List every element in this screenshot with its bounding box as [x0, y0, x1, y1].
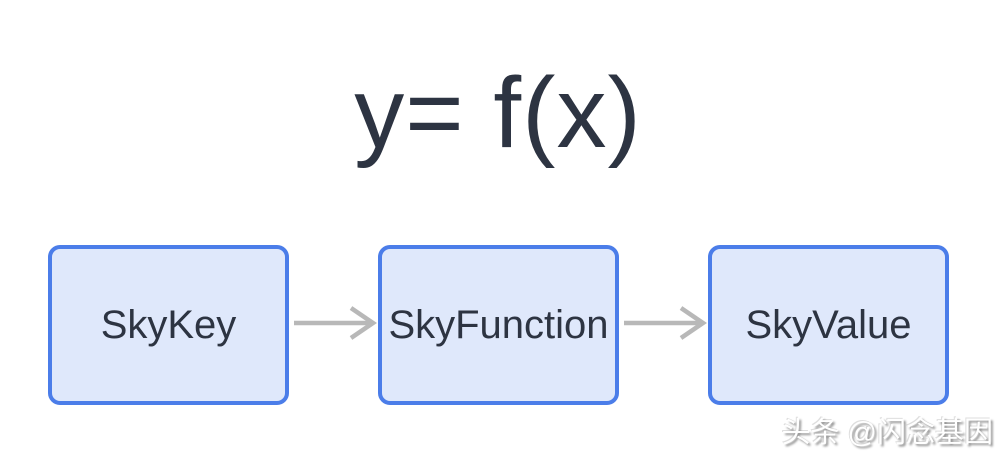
arrow-right-icon	[624, 306, 707, 340]
arrow-right-icon	[294, 306, 377, 340]
node-skyvalue: SkyValue	[708, 245, 949, 405]
node-skyvalue-label: SkyValue	[745, 302, 912, 347]
node-skykey-label: SkyKey	[100, 302, 237, 347]
node-skykey: SkyKey	[48, 245, 289, 405]
node-skyfunction: SkyFunction	[378, 245, 619, 405]
formula-title: y= f(x)	[354, 57, 642, 169]
watermark: 头条 @闪念基因	[781, 417, 994, 449]
node-skyfunction-label: SkyFunction	[388, 302, 609, 347]
